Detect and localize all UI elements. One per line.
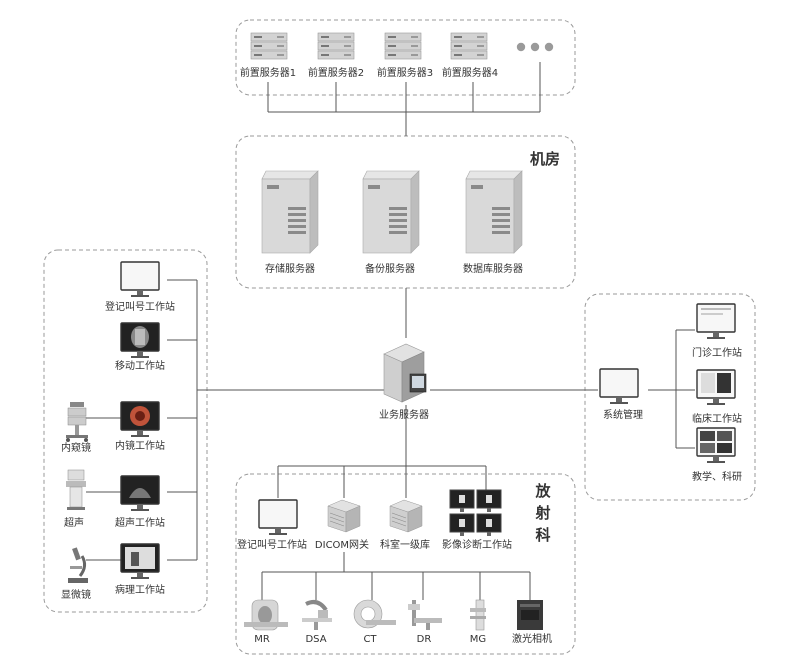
radiology-title-char-1: 放 <box>535 482 551 500</box>
front-server-4-icon <box>450 32 488 60</box>
mobile-workstation-monitor-icon <box>120 322 160 359</box>
pathology-workstation-monitor-icon <box>120 543 160 580</box>
dr-label: DR <box>416 634 432 645</box>
front-server-1-label: 前置服务器1 <box>239 68 297 79</box>
endoscope-device-icon <box>66 402 88 442</box>
front-server-3-label: 前置服务器3 <box>376 68 434 79</box>
outpatient-workstation-monitor-icon <box>696 303 736 340</box>
ellipsis-dots-icon <box>516 42 554 52</box>
machine-room-title: 机房 <box>530 150 561 168</box>
imaging-diagnosis-label: 影像诊断工作站 <box>442 540 512 551</box>
radiology-title-char-2: 射 <box>535 504 551 522</box>
ultrasound-device-icon <box>66 469 86 510</box>
front-server-group <box>235 19 576 96</box>
front-server-3-icon <box>384 32 422 60</box>
right-clinical-group <box>584 293 756 501</box>
system-admin-monitor-icon <box>599 368 639 405</box>
dr-system-icon <box>408 600 442 630</box>
ultrasound-workstation-monitor-icon <box>120 475 160 512</box>
mg-mammography-icon <box>470 599 486 631</box>
dicom-gateway-label: DICOM网关 <box>314 540 370 551</box>
clinical-workstation-monitor-icon <box>696 369 736 406</box>
registration-workstation-label: 登记叫号工作站 <box>105 302 175 313</box>
microscope-device-label: 显微镜 <box>61 590 91 601</box>
backup-server-icon <box>362 170 420 254</box>
database-server-label: 数据库服务器 <box>463 264 523 275</box>
business-server-label: 业务服务器 <box>379 410 429 421</box>
connection-lines <box>86 62 695 600</box>
pathology-workstation-label: 病理工作站 <box>115 585 165 596</box>
endoscope-device-label: 内窥镜 <box>61 443 91 454</box>
database-server-icon <box>465 170 523 254</box>
outpatient-workstation-label: 门诊工作站 <box>692 348 742 359</box>
mr-scanner-icon <box>244 599 288 631</box>
radiology-registration-label: 登记叫号工作站 <box>237 540 307 551</box>
department-library-icon <box>389 499 423 533</box>
endoscopy-workstation-monitor-icon <box>120 401 160 438</box>
radiology-registration-monitor-icon <box>258 499 298 536</box>
ct-label: CT <box>363 634 377 645</box>
front-server-2-icon <box>317 32 355 60</box>
mr-label: MR <box>254 634 270 645</box>
dsa-system-icon <box>302 600 332 630</box>
teaching-research-label: 教学、科研 <box>692 472 742 483</box>
mobile-workstation-label: 移动工作站 <box>115 361 165 372</box>
microscope-device-icon <box>68 547 88 583</box>
imaging-diagnosis-monitors-icon <box>449 489 502 536</box>
ultrasound-workstation-label: 超声工作站 <box>115 518 165 529</box>
laser-camera-label: 激光相机 <box>512 634 552 645</box>
ultrasound-device-label: 超声 <box>64 518 84 529</box>
radiology-title: 放 射 科 <box>535 480 551 546</box>
front-server-1-icon <box>250 32 288 60</box>
dsa-label: DSA <box>305 634 327 645</box>
ct-scanner-icon <box>353 599 396 629</box>
laser-camera-icon <box>517 600 543 630</box>
front-server-2-label: 前置服务器2 <box>307 68 365 79</box>
storage-server-icon <box>261 170 319 254</box>
teaching-research-monitor-icon <box>696 427 736 464</box>
left-department-group <box>43 249 208 613</box>
endoscopy-workstation-label: 内镜工作站 <box>115 441 165 452</box>
front-server-4-label: 前置服务器4 <box>441 68 499 79</box>
department-library-label: 科室一级库 <box>380 540 430 551</box>
clinical-workstation-label: 临床工作站 <box>692 414 742 425</box>
mg-label: MG <box>469 634 487 645</box>
backup-server-label: 备份服务器 <box>365 264 415 275</box>
business-server-icon <box>383 343 427 403</box>
radiology-title-char-3: 科 <box>535 526 551 544</box>
system-admin-label: 系统管理 <box>603 410 643 421</box>
storage-server-label: 存储服务器 <box>265 264 315 275</box>
dicom-gateway-icon <box>327 499 361 533</box>
registration-workstation-monitor-icon <box>120 261 160 298</box>
